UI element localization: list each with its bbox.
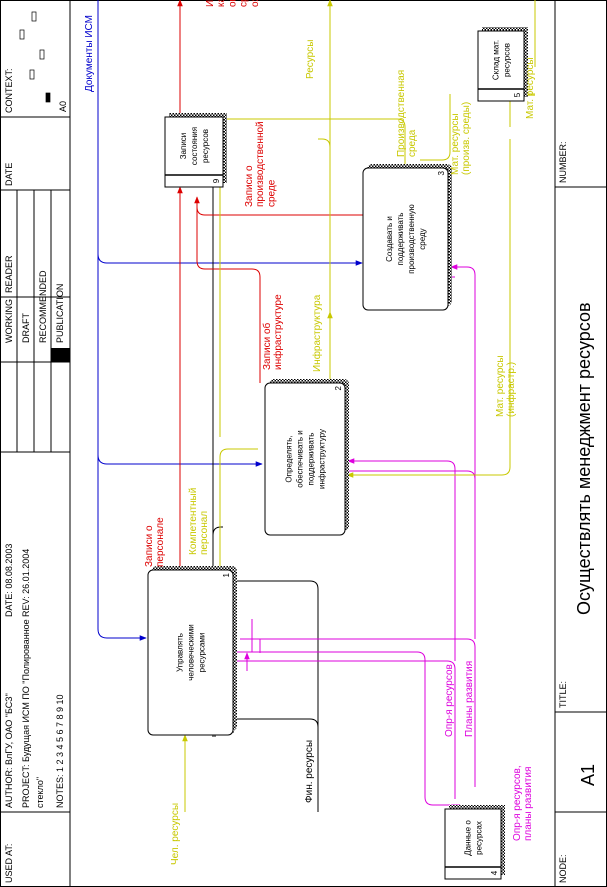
activity-box-frame — [264, 382, 346, 536]
arrow-olive-komp — [219, 448, 258, 570]
label-fin-resursy: Фин. ресурсы — [304, 740, 315, 803]
node-value: A1 — [578, 764, 598, 786]
reader-label: READER — [4, 255, 14, 293]
label-mat-infra: Мат. ресурсы(инфрастр.) — [495, 355, 517, 417]
number-label: NUMBER: — [558, 141, 568, 183]
activity-box-frame — [147, 569, 234, 736]
arrow-red-box3-left — [196, 197, 363, 216]
author-field: AUTHOR: ВлГУ, ОАО "БСЗ" — [4, 693, 14, 808]
store-box-frame — [444, 808, 502, 880]
title-label: TITLE: — [558, 681, 568, 708]
label-doc-ism: Документы ИСМ — [84, 15, 95, 92]
store-box-frame — [477, 30, 525, 102]
arrow-olive-mat-infra-run — [346, 139, 511, 478]
store-box-5[interactable]: 5 Склад мат.ресурсов — [477, 27, 528, 102]
arrow-doc-ism-box2 — [97, 454, 263, 467]
project-field: PROJECT: Будущая ИСМ ПО "Полированное — [21, 619, 31, 808]
publication-status-marker — [51, 348, 70, 362]
label-plany-razvitiya: Планы развития — [464, 661, 475, 737]
node-label: NODE: — [558, 854, 568, 883]
label-chel-resursy: Чел. ресурсы — [170, 803, 181, 865]
label-mat-sreda: Мат. ресурсы(произв. среды) — [450, 102, 472, 175]
label-opr-resursov: Опр-я ресурсов — [444, 664, 455, 737]
used-at-label: USED AT: — [4, 844, 14, 883]
activity-box-number: 3 — [437, 170, 446, 175]
activity-box-number: 1 — [222, 572, 231, 577]
store-box-number: 5 — [513, 92, 522, 97]
rev-field: REV: 26.01.2004 — [21, 549, 31, 617]
diagram-title: Осуществлять менеджмент ресурсов — [574, 302, 594, 615]
header-block: USED AT: AUTHOR: ВлГУ, ОАО "БСЗ" PROJECT… — [0, 0, 71, 887]
arrow-doc-ism-main — [97, 94, 147, 641]
arrow-mag-line-b — [240, 638, 476, 787]
arrow-mag-box3-into — [450, 264, 476, 367]
status-publication: PUBLICATION — [55, 284, 65, 343]
label-informaciya: Информация окачестве,окружающейсреде иох… — [204, 0, 261, 7]
date-field: DATE: 08.08.2003 — [4, 544, 14, 617]
arrow-opr-to-box1a — [236, 651, 434, 806]
store-box-label: Склад мат.ресурсов — [492, 40, 512, 80]
status-draft: DRAFT — [21, 313, 31, 343]
status-working: WORKING — [4, 299, 14, 343]
label-resursy: Ресурсы — [305, 40, 316, 79]
activity-box-frame — [362, 167, 449, 311]
label-zapisi-personal: Записи оперсонале — [144, 517, 166, 567]
arrow-olive-mat-sreda — [420, 94, 451, 161]
label-infrastruktura: Инфраструктура — [311, 294, 323, 372]
arrow-red-box2-out — [194, 196, 261, 383]
context-node-label: A0 — [58, 101, 68, 112]
label-zapisi-infra: Записи обинфраструктуре — [261, 294, 284, 370]
arrow-fin-resursy-box1 — [215, 716, 319, 728]
arrow-mag-box2-into — [347, 458, 456, 470]
arrow-mag-line-a — [236, 660, 456, 799]
arrow-fin-b2-up — [212, 526, 223, 536]
label-zapisi-sreda: Записи опроизводственнойсреде — [244, 121, 277, 207]
notes-field: NOTES: 1 2 3 4 5 6 7 8 9 10 — [55, 694, 65, 808]
label-opr-plany: Опр-я ресурсов,планы развития — [512, 765, 534, 841]
store-box-number: 9 — [212, 178, 221, 183]
context-label: CONTEXT: — [4, 68, 14, 113]
status-recommended: RECOMMENDED — [38, 270, 48, 343]
label-kompetentny: Компетентныйперсонал — [188, 488, 210, 555]
store-box-number: 4 — [490, 870, 499, 875]
project-field-continued: стекло" — [35, 777, 45, 808]
footer-block: NODE: A1 TITLE: Осуществлять менеджмент … — [554, 0, 607, 887]
date-column-label: DATE — [4, 163, 14, 186]
store-box-frame — [164, 116, 224, 188]
arrow-mag-box2-into2 — [348, 470, 476, 480]
label-proizv-sreda: Производственнаясреда — [396, 70, 418, 157]
arrow-doc-ism-box3 — [97, 253, 363, 266]
activity-box-number: 2 — [334, 385, 343, 390]
context-thumbnail — [19, 11, 51, 103]
label-mat-resursy: Мат. ресурсы — [525, 57, 536, 119]
